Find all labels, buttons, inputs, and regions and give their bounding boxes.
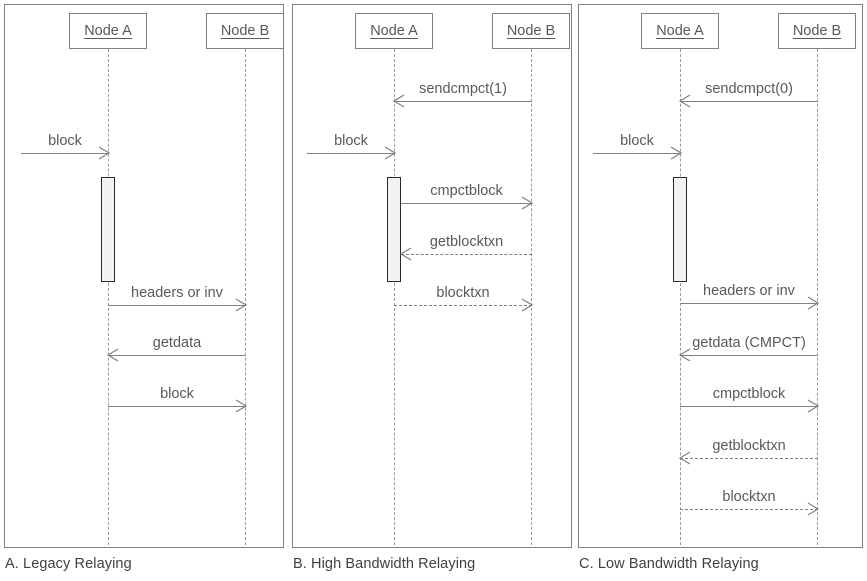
message-label: cmpctblock xyxy=(430,183,503,200)
message-label: blocktxn xyxy=(436,285,490,302)
actor-box-node-b: Node B xyxy=(206,13,284,49)
message-line xyxy=(680,303,818,304)
actor-label-node-b: Node B xyxy=(506,23,556,39)
message-label: blocktxn xyxy=(722,489,776,506)
lifeline-node-a xyxy=(108,49,109,545)
actor-label-node-b: Node B xyxy=(220,23,270,39)
arrowhead-right-icon xyxy=(98,146,111,160)
message-label: getdata (CMPCT) xyxy=(692,335,806,352)
message-line xyxy=(401,203,532,204)
panel-legacy-relaying: Node A Node B block headers or inv getda… xyxy=(4,4,284,548)
arrowhead-left-icon xyxy=(106,348,119,362)
message-line xyxy=(680,509,818,510)
message-label: block xyxy=(334,133,368,150)
message-line xyxy=(21,153,109,154)
arrowhead-right-icon xyxy=(807,399,820,413)
panel-low-bandwidth-relaying: Node A Node B sendcmpct(0) block headers xyxy=(578,4,863,548)
lifeline-node-a xyxy=(394,49,395,545)
arrowhead-right-icon xyxy=(807,296,820,310)
arrowhead-right-icon xyxy=(235,298,248,312)
message-line xyxy=(307,153,395,154)
message-line xyxy=(108,305,246,306)
caption-panel-b: B. High Bandwidth Relaying xyxy=(293,556,476,572)
arrowhead-right-icon xyxy=(521,196,534,210)
lifeline-node-a xyxy=(680,49,681,545)
actor-box-node-b: Node B xyxy=(492,13,570,49)
message-line xyxy=(593,153,681,154)
message-label: block xyxy=(160,386,194,403)
actor-box-node-a: Node A xyxy=(641,13,719,49)
panel-high-bandwidth-relaying: Node A Node B sendcmpct(1) block cmpctbl… xyxy=(292,4,572,548)
message-label: sendcmpct(1) xyxy=(419,81,507,98)
arrowhead-right-icon xyxy=(384,146,397,160)
message-line xyxy=(108,406,246,407)
message-label: cmpctblock xyxy=(712,386,786,403)
caption-panel-a: A. Legacy Relaying xyxy=(5,556,132,572)
arrowhead-right-icon xyxy=(235,399,248,413)
message-line xyxy=(680,355,818,356)
actor-label-node-a: Node A xyxy=(84,23,132,39)
message-line xyxy=(394,101,532,102)
message-line xyxy=(394,305,532,306)
arrowhead-right-icon xyxy=(807,502,820,516)
message-line xyxy=(401,254,532,255)
actor-box-node-a: Node A xyxy=(69,13,147,49)
lifeline-node-b xyxy=(531,49,532,545)
message-line xyxy=(680,458,818,459)
arrowhead-left-icon xyxy=(399,247,412,261)
message-line xyxy=(680,406,818,407)
activation-bar-node-a xyxy=(673,177,687,282)
arrowhead-right-icon xyxy=(521,298,534,312)
lifeline-node-b xyxy=(245,49,246,545)
actor-label-node-a: Node A xyxy=(370,23,418,39)
actor-label-node-b: Node B xyxy=(792,23,842,39)
message-label: sendcmpct(0) xyxy=(705,81,793,98)
actor-box-node-a: Node A xyxy=(355,13,433,49)
actor-box-node-b: Node B xyxy=(778,13,856,49)
caption-panel-c: C. Low Bandwidth Relaying xyxy=(579,556,759,572)
message-line xyxy=(680,101,818,102)
message-label: block xyxy=(48,133,82,150)
message-label: getblocktxn xyxy=(429,234,504,251)
arrowhead-left-icon xyxy=(678,348,691,362)
message-label: getdata xyxy=(152,335,202,352)
activation-bar-node-a xyxy=(387,177,401,282)
arrowhead-right-icon xyxy=(670,146,683,160)
message-label: headers or inv xyxy=(703,283,795,300)
arrowhead-left-icon xyxy=(392,94,405,108)
message-label: block xyxy=(620,133,654,150)
message-label: headers or inv xyxy=(131,285,223,302)
lifeline-node-b xyxy=(817,49,818,545)
arrowhead-left-icon xyxy=(678,94,691,108)
message-label: getblocktxn xyxy=(712,438,786,455)
activation-bar-node-a xyxy=(101,177,115,282)
actor-label-node-a: Node A xyxy=(656,23,704,39)
message-line xyxy=(108,355,246,356)
arrowhead-left-icon xyxy=(678,451,691,465)
